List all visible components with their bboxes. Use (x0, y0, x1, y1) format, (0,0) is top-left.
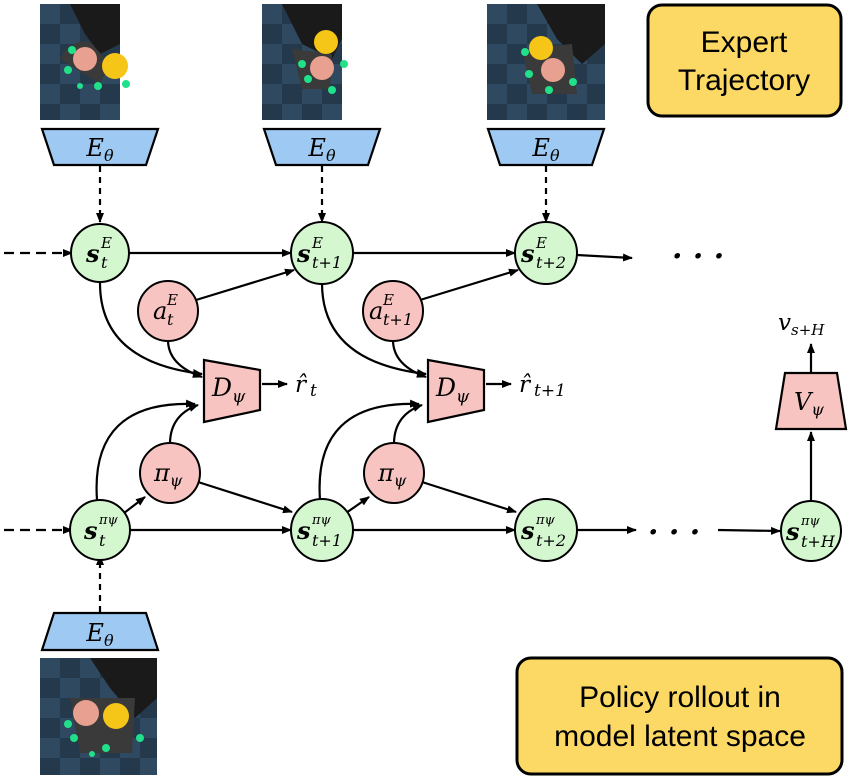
svg-text:Eθ: Eθ (531, 134, 560, 165)
svg-text:Vψ: Vψ (794, 388, 824, 419)
svg-text:πψ: πψ (800, 514, 821, 529)
policy-st1-to-pi-arrow (345, 496, 370, 514)
expert-frame-3-image (487, 4, 605, 120)
encoder-expert-1: Eθ (40, 127, 160, 167)
expert-action-t: a E t (137, 280, 199, 342)
svg-text:Eθ: Eθ (307, 134, 336, 165)
reward-t: r̂t (295, 372, 317, 401)
svg-text:Dψ: Dψ (435, 373, 470, 407)
reward-t1: r̂t+1 (519, 372, 566, 401)
policy-st1-to-disc-arrow (318, 399, 420, 501)
st-to-disc-arrow (98, 282, 203, 377)
svg-text:πψ: πψ (377, 459, 407, 490)
policy-box-line-2: model latent space (554, 720, 806, 753)
expert-frame-2-image (262, 4, 348, 120)
encoder-expert-3: Eθ (486, 127, 606, 167)
svg-text:E: E (535, 234, 547, 252)
svg-text:πψ: πψ (153, 459, 183, 490)
svg-text:πψ: πψ (98, 513, 119, 528)
svg-text:s: s (520, 516, 535, 545)
svg-text:t: t (167, 310, 174, 329)
action-t1-arrow (419, 268, 519, 302)
svg-text:πψ: πψ (311, 513, 332, 528)
svg-text:a: a (369, 297, 383, 325)
svg-text:t: t (101, 253, 108, 272)
expert-chain-arrow-3 (576, 253, 633, 262)
encoder-policy: Eθ (40, 611, 160, 652)
at1-to-disc-arrow (391, 339, 427, 379)
policy-ellipsis: · · · (648, 515, 700, 550)
expert-trajectory-box: Expert Trajectory (646, 3, 843, 118)
svg-text:Eθ: Eθ (85, 134, 114, 165)
svg-text:t+2: t+2 (536, 531, 566, 550)
svg-text:Dψ: Dψ (211, 373, 246, 407)
svg-text:s: s (85, 239, 100, 268)
expert-box-line-1: Expert (701, 26, 788, 59)
svg-text:E: E (100, 234, 112, 252)
expert-state-t2: s E t+2 (514, 221, 578, 285)
pi-t-to-next-arrow (197, 480, 293, 514)
svg-text:s: s (83, 516, 98, 545)
svg-text:t+2: t+2 (536, 253, 566, 272)
expert-frame-1-image (40, 4, 130, 120)
expert-action-t1: a E t+1 (362, 280, 424, 342)
encoder-expert-2: Eθ (262, 127, 382, 167)
policy-rollout-box: Policy rollout in model latent space (515, 656, 844, 776)
svg-text:E: E (382, 291, 394, 309)
svg-text:E: E (166, 291, 178, 309)
svg-text:s: s (296, 516, 311, 545)
policy-node-t: πψ (139, 442, 201, 504)
svg-text:a: a (153, 297, 167, 325)
policy-state-t1: s πψ t+1 (290, 498, 354, 562)
policy-frame-image (40, 658, 157, 775)
svg-text:t: t (99, 531, 106, 550)
policy-chain-arrow-4 (717, 526, 781, 535)
policy-box-line-1: Policy rollout in (579, 681, 781, 714)
value-output-label: vs+H (778, 310, 825, 339)
pi-t-to-disc-arrow (168, 403, 199, 445)
discriminator-t: Dψ (202, 358, 262, 424)
svg-text:t+1: t+1 (312, 253, 342, 272)
svg-text:t+1: t+1 (312, 531, 342, 550)
policy-state-t: s πψ t (69, 499, 131, 561)
svg-text:πψ: πψ (535, 513, 556, 528)
policy-node-t1: πψ (363, 442, 425, 504)
svg-text:s: s (296, 239, 311, 268)
svg-text:Eθ: Eθ (85, 619, 114, 650)
at-to-disc-arrow (166, 339, 203, 379)
policy-state-tH: s πψ t+H (780, 500, 842, 562)
st1-to-disc-arrow (320, 282, 427, 377)
expert-box-line-2: Trajectory (678, 64, 810, 97)
policy-state-t2: s πψ t+2 (514, 498, 578, 562)
svg-text:s: s (520, 239, 535, 268)
svg-text:E: E (311, 234, 323, 252)
policy-st-to-disc-arrow (95, 399, 196, 501)
policy-st-to-pi-arrow (123, 496, 146, 514)
pi-t1-to-disc-arrow (392, 403, 423, 445)
expert-state-t: s E t (70, 223, 130, 283)
svg-text:t+1: t+1 (383, 310, 413, 329)
expert-state-t1: s E t+1 (290, 221, 354, 285)
discriminator-t1: Dψ (426, 358, 486, 424)
svg-text:t+H: t+H (801, 532, 836, 551)
expert-ellipsis: · · · (672, 239, 724, 274)
value-function: Vψ (774, 371, 848, 431)
svg-text:s: s (785, 517, 800, 546)
action-t-arrow (195, 268, 295, 302)
pi-t1-to-next-arrow (421, 480, 517, 514)
